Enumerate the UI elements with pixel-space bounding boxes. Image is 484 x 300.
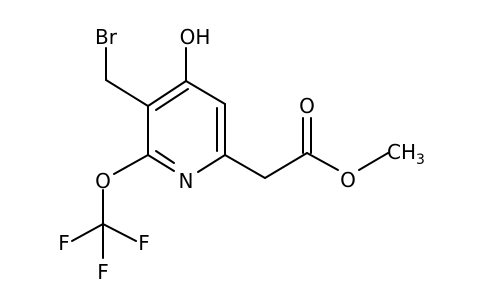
atom-label-ch3: CH3 [387, 140, 425, 168]
atom-label-o-ether: O [95, 169, 111, 193]
bond-c-f-left [71, 223, 104, 242]
atom-label-oh: OH [180, 25, 211, 49]
atom-label-f-bottom: F [97, 260, 109, 284]
bond-ch2-c3 [105, 79, 149, 107]
atom-label-f-left: F [58, 231, 70, 255]
bonds [71, 47, 389, 259]
bond-n-c2 [147, 154, 175, 172]
atom-label-o-carbonyl: O [299, 94, 315, 118]
bond-c3-c4 [147, 80, 187, 107]
bond-n-c2-inner [155, 150, 175, 164]
bond-ch2-carbonyl-c [264, 152, 308, 179]
atom-label-ch3-subscript: 3 [416, 152, 425, 168]
atom-label-f-right: F [138, 231, 150, 255]
bond-c-f-right [102, 223, 137, 242]
atom-label-o-ester: O [340, 168, 356, 192]
bond-o-ch3 [358, 152, 389, 171]
bond-c3-c4-inner [155, 88, 189, 111]
atom-label-br: Br [95, 25, 118, 49]
bond-c4-c5 [185, 80, 226, 105]
atom-labels: Br OH N O F F F O O CH3 [58, 25, 425, 284]
bond-c-o-ester [306, 152, 339, 171]
atom-label-n: N [179, 169, 194, 193]
atom-label-ch3-main: CH [387, 140, 416, 164]
bond-c6-n [197, 154, 226, 173]
bond-c6-ch2 [224, 154, 266, 179]
bond-c2-o [113, 154, 149, 175]
